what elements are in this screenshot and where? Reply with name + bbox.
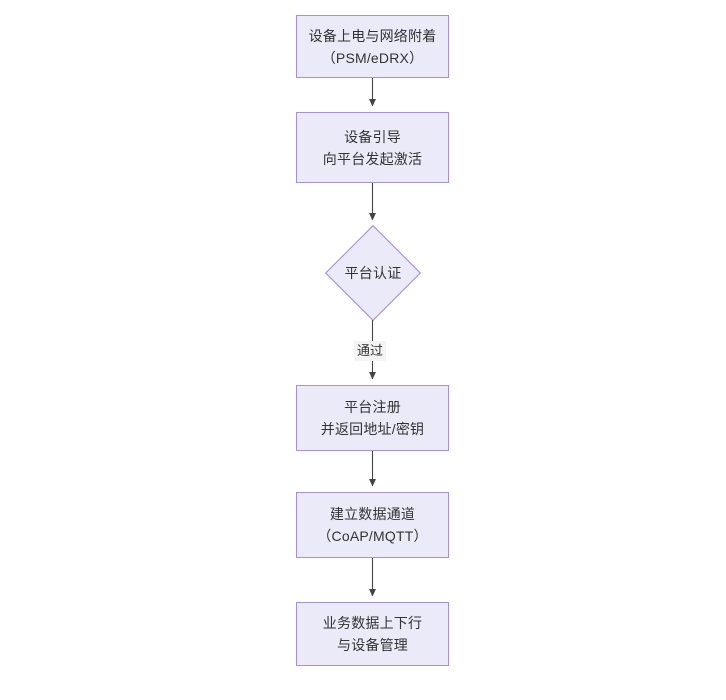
node-power-on-line1: 设备上电与网络附着 xyxy=(308,27,437,44)
node-power-on-line2: （PSM/eDRX） xyxy=(321,49,424,66)
node-platform-register-line2: 并返回地址/密钥 xyxy=(320,421,425,437)
edge-label-pass-text: 通过 xyxy=(357,343,384,358)
node-bootstrap-line2: 向平台发起激活 xyxy=(322,150,423,167)
node-platform-register-line1: 平台注册 xyxy=(344,399,401,415)
node-data-channel-line1: 建立数据通道 xyxy=(329,506,416,522)
node-platform-auth-label: 平台认证 xyxy=(344,265,402,281)
node-service-data-line1: 业务数据上下行 xyxy=(322,615,423,631)
node-power-on[interactable]: 设备上电与网络附着 （PSM/eDRX） xyxy=(296,15,449,78)
node-service-data[interactable]: 业务数据上下行 与设备管理 xyxy=(296,602,449,666)
node-platform-register[interactable]: 平台注册 并返回地址/密钥 xyxy=(296,385,449,451)
node-data-channel[interactable]: 建立数据通道 （CoAP/MQTT） xyxy=(296,492,449,558)
node-data-channel-line2: （CoAP/MQTT） xyxy=(317,528,428,544)
node-bootstrap[interactable]: 设备引导 向平台发起激活 xyxy=(296,112,449,183)
node-platform-auth[interactable]: 平台认证 xyxy=(325,225,421,321)
node-bootstrap-line1: 设备引导 xyxy=(344,128,401,145)
edge-label-pass: 通过 xyxy=(354,341,387,361)
node-service-data-line2: 与设备管理 xyxy=(337,637,408,653)
